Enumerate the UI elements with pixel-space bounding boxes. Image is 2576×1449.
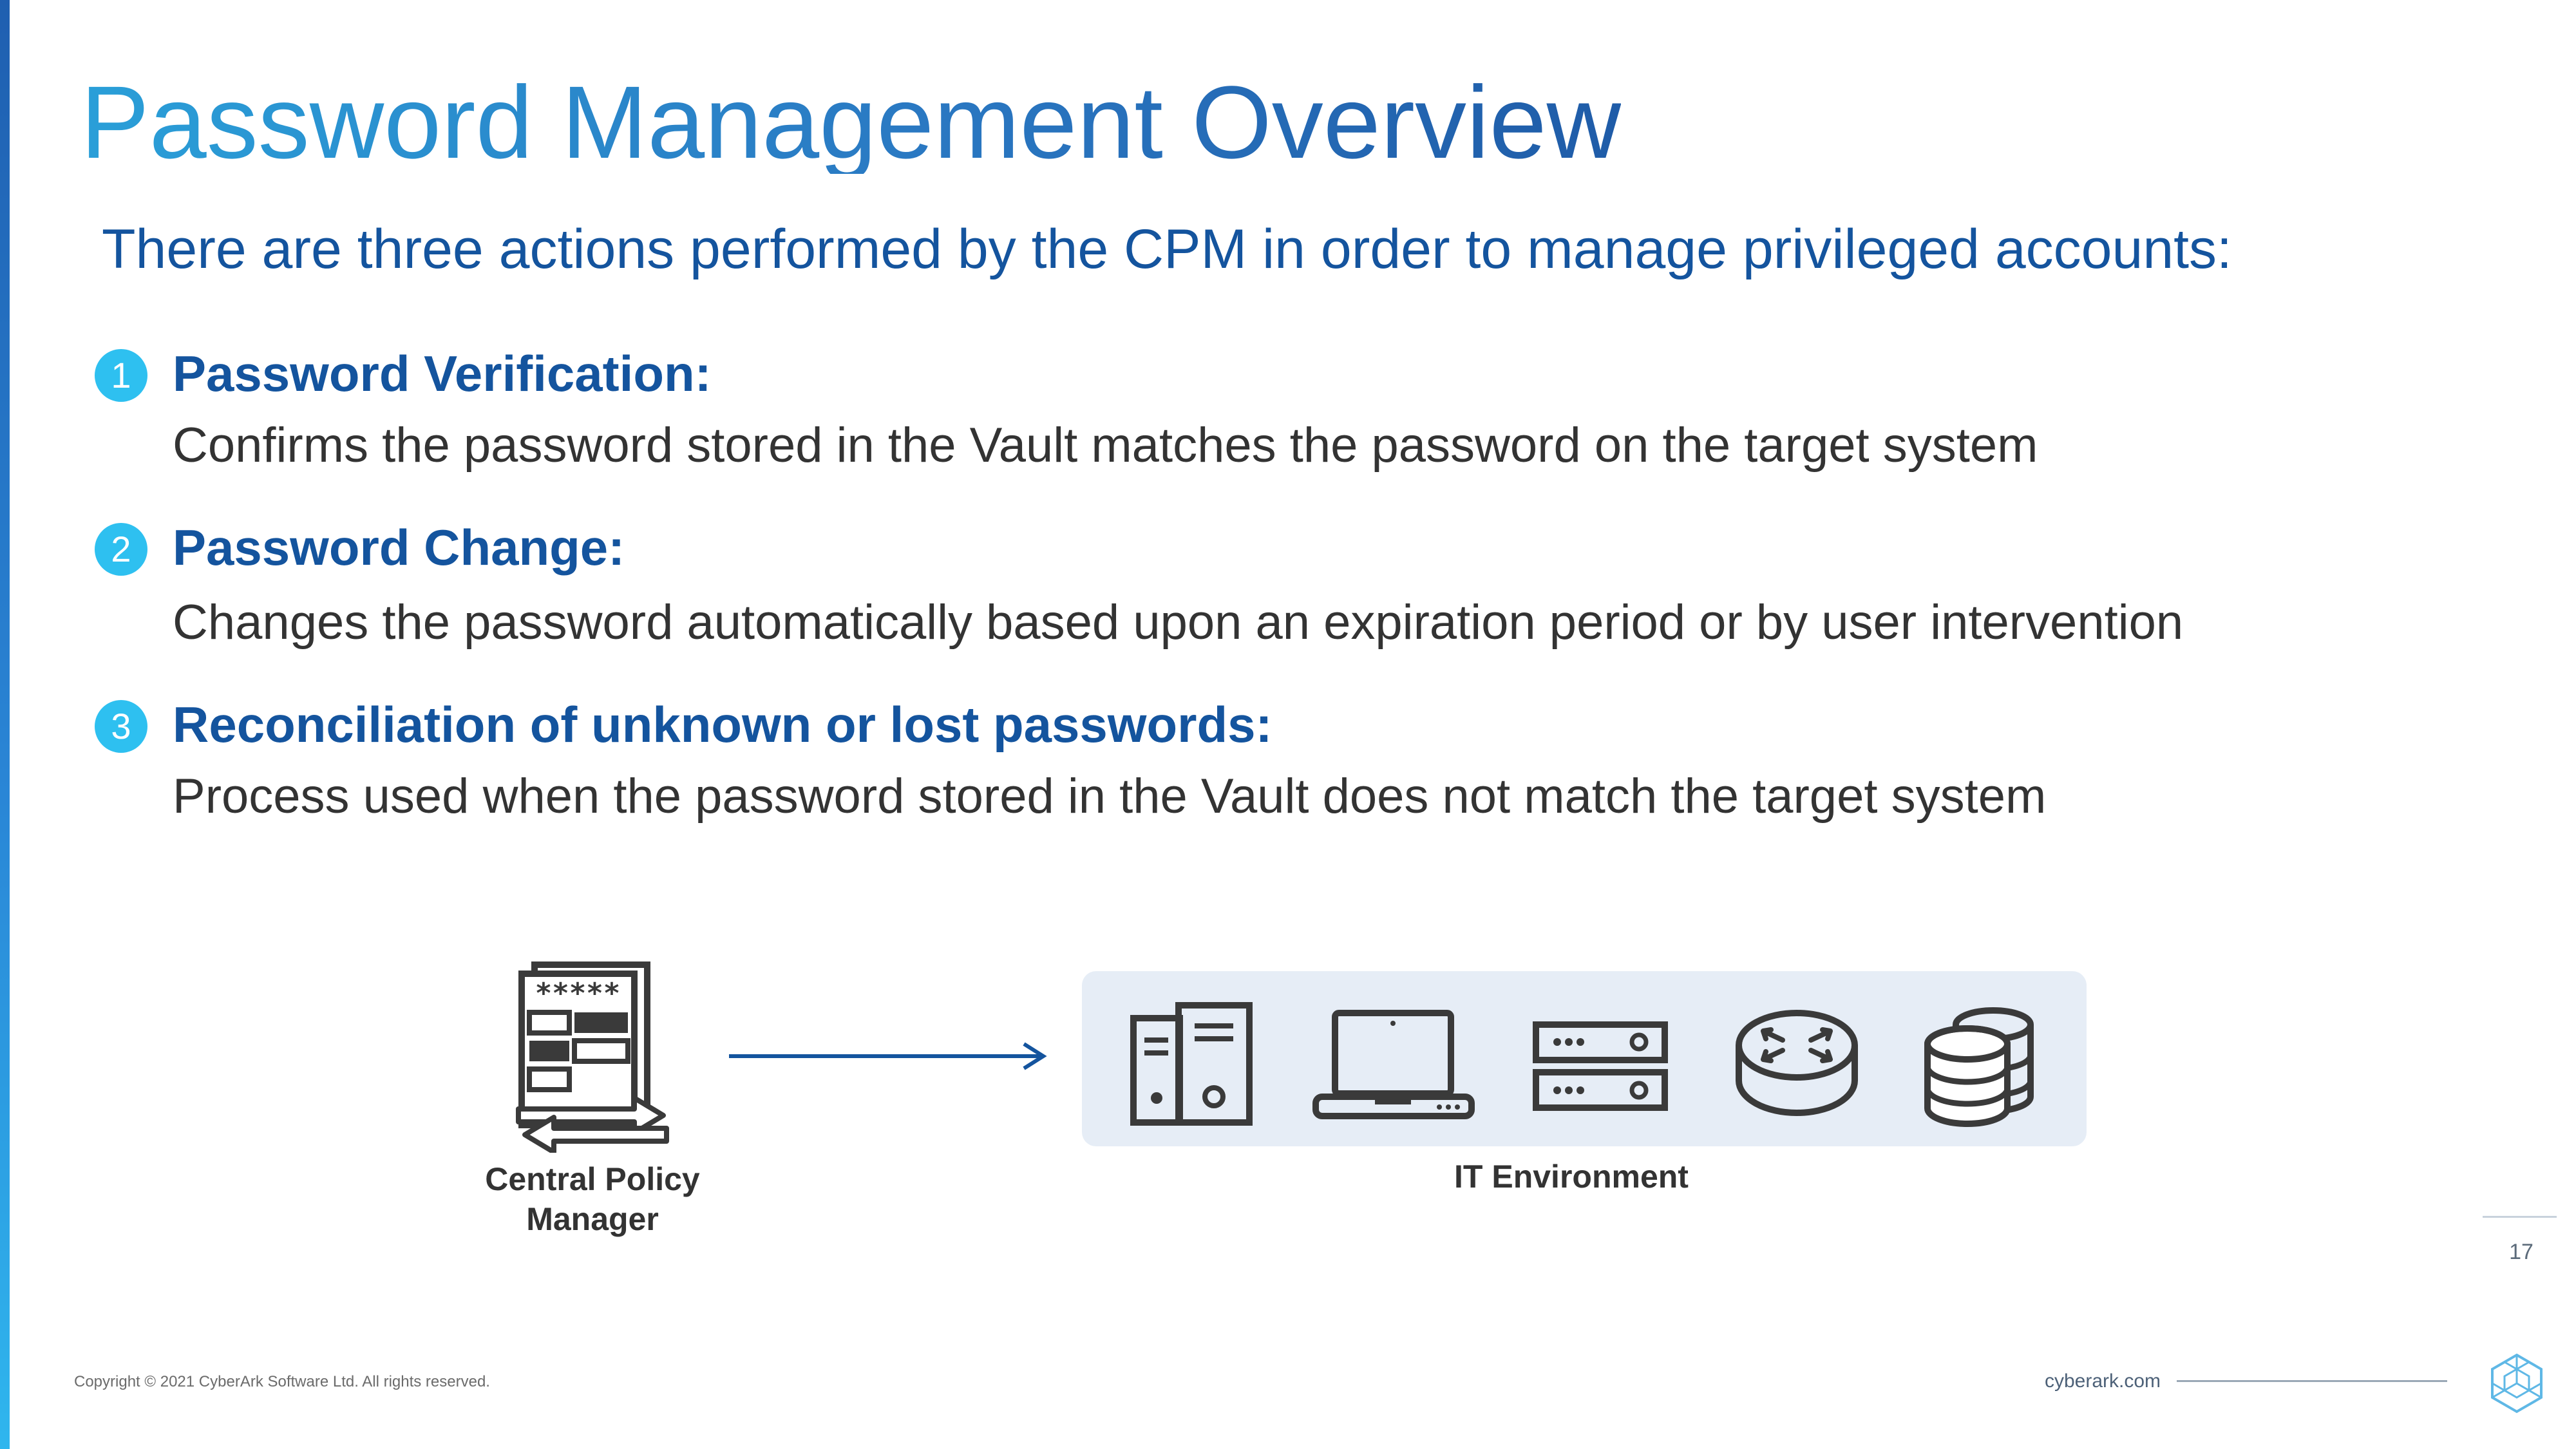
database-icon [1924,1007,2034,1127]
action-description: Process used when the password stored in… [173,769,2047,824]
page-title: Password Management Overview [80,64,1622,180]
cpm-label-line2: Manager [526,1201,659,1237]
copyright-text: Copyright © 2021 CyberArk Software Ltd. … [74,1373,490,1390]
page-number: 17 [2509,1240,2533,1264]
rack-server-icon [1533,1021,1668,1111]
action-title: Password Change: [173,519,625,576]
cpm-label-line1: Central Policy [485,1161,700,1197]
cyberark-logo-icon [2491,1353,2543,1414]
number-badge: 2 [95,523,147,576]
flow-arrow-icon [729,1042,1047,1070]
number-badge: 3 [95,700,147,753]
action-description: Confirms the password stored in the Vaul… [173,418,2038,473]
page-number-divider [2483,1216,2557,1218]
it-environment-label: IT Environment [1454,1159,1689,1195]
server-tower-icon [1130,1002,1253,1126]
action-description: Changes the password automatically based… [173,595,2184,650]
cpm-label: Central Policy Manager [451,1159,734,1239]
password-mask-text: ***** [535,977,620,1010]
subtitle: There are three actions performed by the… [102,218,2232,280]
action-title: Reconciliation of unknown or lost passwo… [173,696,1273,753]
footer-divider [2177,1380,2447,1382]
website-link[interactable]: cyberark.com [2045,1370,2161,1392]
number-badge: 1 [95,349,147,402]
cpm-vault-icon: ***** [516,961,669,1153]
router-icon [1736,1010,1858,1116]
laptop-icon [1312,1010,1475,1119]
left-accent-bar [0,0,10,1449]
action-title: Password Verification: [173,345,712,402]
